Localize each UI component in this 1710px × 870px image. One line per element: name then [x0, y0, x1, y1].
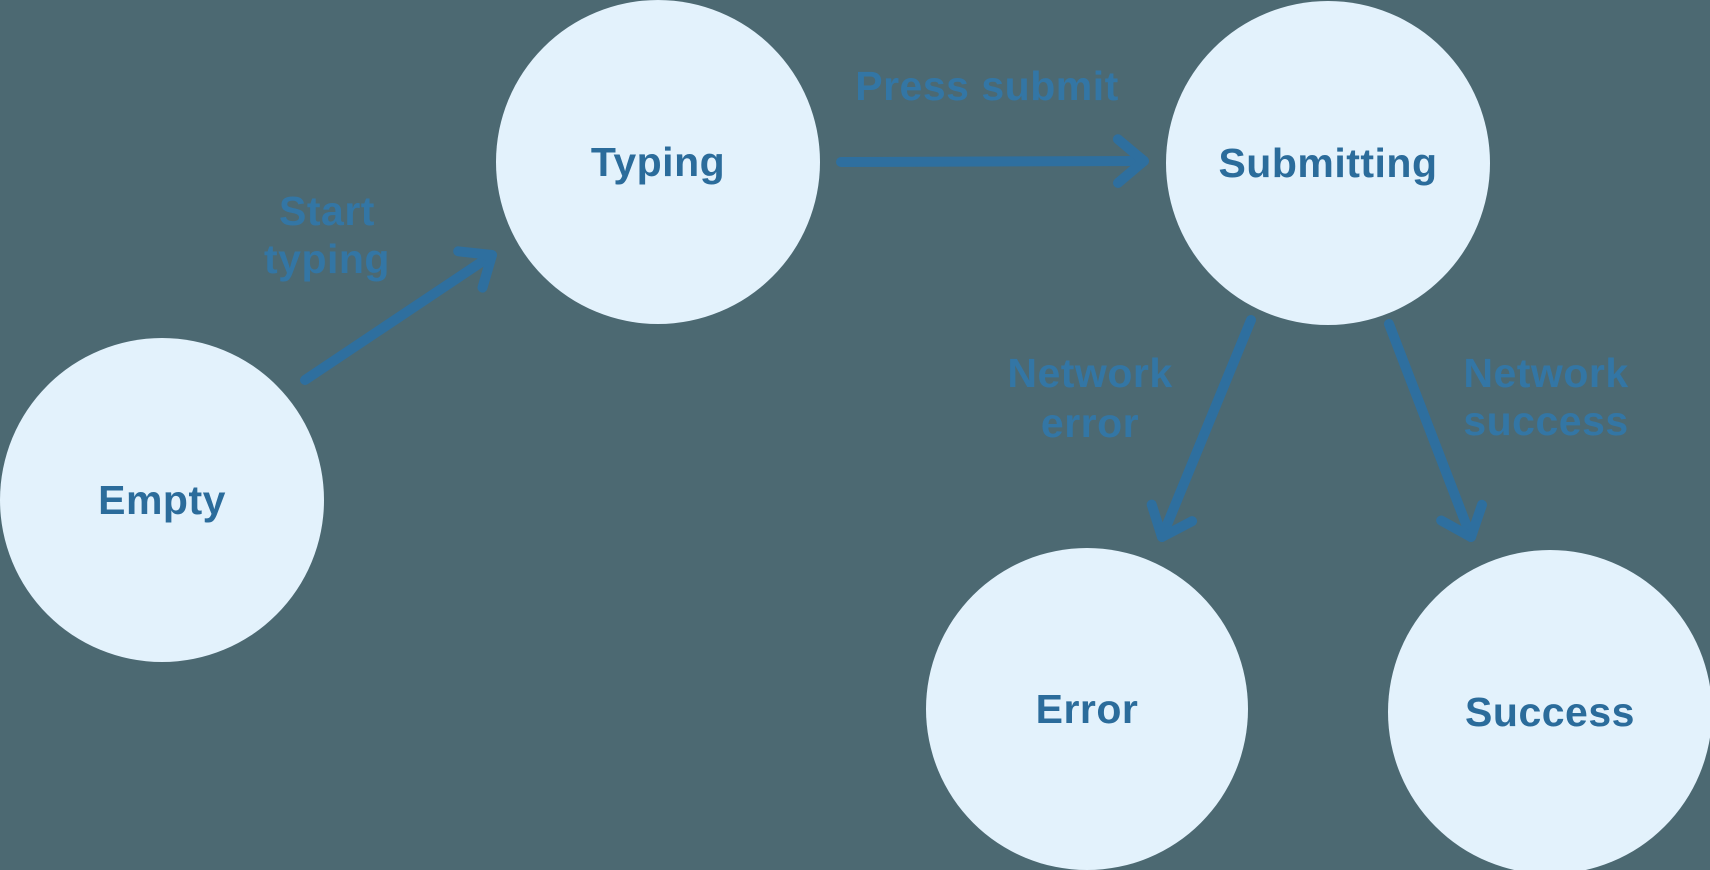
- edge-label-empty-to-typing: typing: [264, 236, 390, 282]
- state-label-empty: Empty: [98, 477, 226, 523]
- edge-shaft: [836, 156, 1149, 167]
- state-circle-empty: [0, 338, 324, 662]
- arrowhead-icon: [1112, 134, 1149, 188]
- arrowhead-icon: [1146, 499, 1198, 542]
- edge-label-submitting-to-success: Network: [1463, 350, 1628, 396]
- state-circle-submitting: [1166, 1, 1490, 325]
- state-circle-error: [926, 548, 1248, 870]
- node-empty: Empty: [0, 338, 324, 662]
- edge-typing-to-submitting: Press submit: [836, 63, 1149, 188]
- state-circle-success: [1388, 550, 1710, 870]
- edge-label-typing-to-submitting: Press submit: [855, 63, 1119, 109]
- node-submitting: Submitting: [1166, 1, 1490, 325]
- edge-shaft: [1157, 315, 1256, 542]
- edge-shaft: [1384, 319, 1476, 542]
- state-label-typing: Typing: [591, 139, 725, 185]
- node-error: Error: [926, 548, 1248, 870]
- edge-label-empty-to-typing: Start: [279, 188, 375, 234]
- state-label-submitting: Submitting: [1218, 140, 1437, 186]
- node-typing: Typing: [496, 0, 820, 324]
- edge-label-submitting-to-success: success: [1463, 398, 1628, 444]
- edge-label-submitting-to-error: Network: [1007, 350, 1172, 396]
- arrowhead-icon: [453, 246, 497, 293]
- node-success: Success: [1388, 550, 1710, 870]
- arrowhead-icon: [1436, 499, 1487, 542]
- state-label-success: Success: [1465, 689, 1635, 735]
- edge-shaft: [300, 250, 497, 385]
- state-label-error: Error: [1036, 686, 1139, 732]
- edge-label-submitting-to-error: error: [1041, 400, 1139, 446]
- state-circle-typing: [496, 0, 820, 324]
